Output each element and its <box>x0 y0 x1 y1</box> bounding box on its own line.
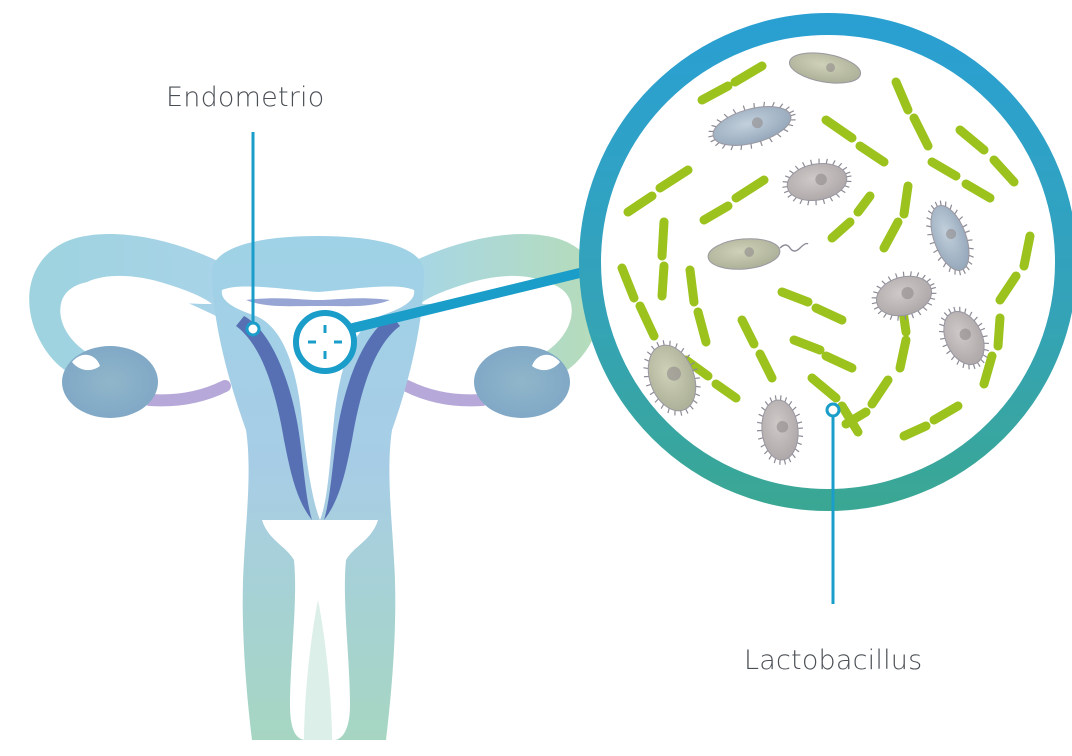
lactobacillus-pointer-dot <box>827 404 839 416</box>
lactobacillus-label: Lactobacillus <box>744 645 922 676</box>
left-ovarian-ligament <box>150 386 225 400</box>
endometrium-pointer-dot <box>247 323 259 335</box>
lactobacillus-rod <box>1024 236 1030 266</box>
lactobacillus-rod <box>662 222 664 256</box>
lactobacillus-rod <box>904 186 908 214</box>
lactobacillus-rod <box>690 270 694 302</box>
right-ovarian-ligament <box>407 386 482 400</box>
right-ovary <box>474 346 570 418</box>
lactobacillus-rod <box>900 340 906 368</box>
endometrium-label: Endometrio <box>166 82 324 113</box>
lactobacillus-rod <box>662 266 664 296</box>
lactobacillus-rod <box>998 318 1000 346</box>
magnified-view <box>590 24 1066 500</box>
left-ovary <box>62 346 158 418</box>
uterus-illustration <box>29 234 603 740</box>
